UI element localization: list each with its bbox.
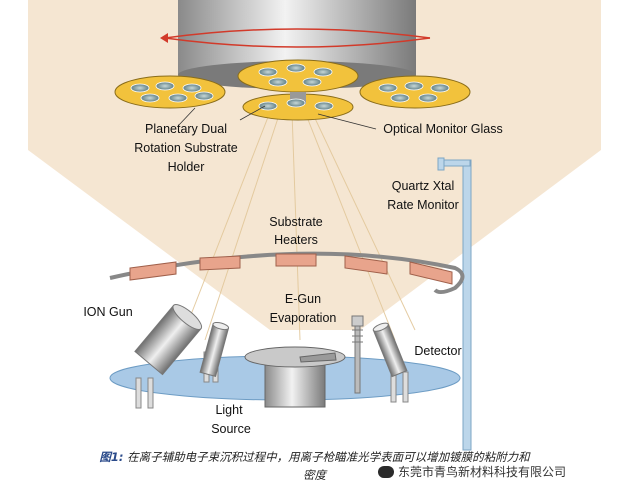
caption-line-1: 图1: 在离子辅助电子束沉积过程中，用离子枪瞄准光学表面可以增加镀膜的粘附力和	[0, 448, 629, 466]
quartz-monitor-tube	[437, 157, 472, 451]
wechat-icon	[378, 465, 394, 478]
label-light-1: Light	[215, 403, 243, 417]
ion-gun	[134, 304, 203, 376]
caption-line-2: 密度	[303, 468, 326, 482]
shutter-post	[351, 315, 364, 394]
label-egun-2: Evaporation	[270, 311, 337, 325]
label-ion-gun: ION Gun	[83, 305, 132, 319]
label-quartz-2: Rate Monitor	[387, 198, 459, 212]
watermark-text: 东莞市青鸟新材料科技有限公司	[398, 465, 567, 479]
planet-plate-right	[359, 75, 471, 109]
e-gun	[244, 346, 346, 408]
watermark: 东莞市青鸟新材料科技有限公司	[378, 463, 566, 480]
deposition-beams	[184, 111, 416, 341]
caption-text: 在离子辅助电子束沉积过程中，用离子枪瞄准光学表面可以增加镀膜的粘附力和	[127, 450, 530, 464]
label-light-2: Source	[211, 422, 251, 436]
detector	[372, 322, 408, 378]
planet-plate-left	[114, 75, 226, 109]
figure-caption: 图1: 在离子辅助电子束沉积过程中，用离子枪瞄准光学表面可以增加镀膜的粘附力和 …	[0, 448, 629, 484]
caption-figure-label: 图1:	[99, 450, 124, 464]
label-optical-monitor: Optical Monitor Glass	[383, 122, 502, 136]
label-egun-1: E-Gun	[285, 292, 321, 306]
leader-lines	[177, 105, 377, 130]
label-planetary-1: Planetary Dual	[145, 122, 227, 136]
planetary-holder	[114, 59, 471, 121]
label-heaters-2: Heaters	[274, 233, 318, 247]
light-source	[199, 321, 230, 378]
label-planetary-3: Holder	[168, 160, 205, 174]
label-heaters-1: Substrate	[269, 215, 323, 229]
substrate-heaters	[129, 253, 453, 285]
label-quartz-1: Quartz Xtal	[392, 179, 455, 193]
label-planetary-2: Rotation Substrate	[134, 141, 238, 155]
label-detector: Detector	[414, 344, 461, 358]
